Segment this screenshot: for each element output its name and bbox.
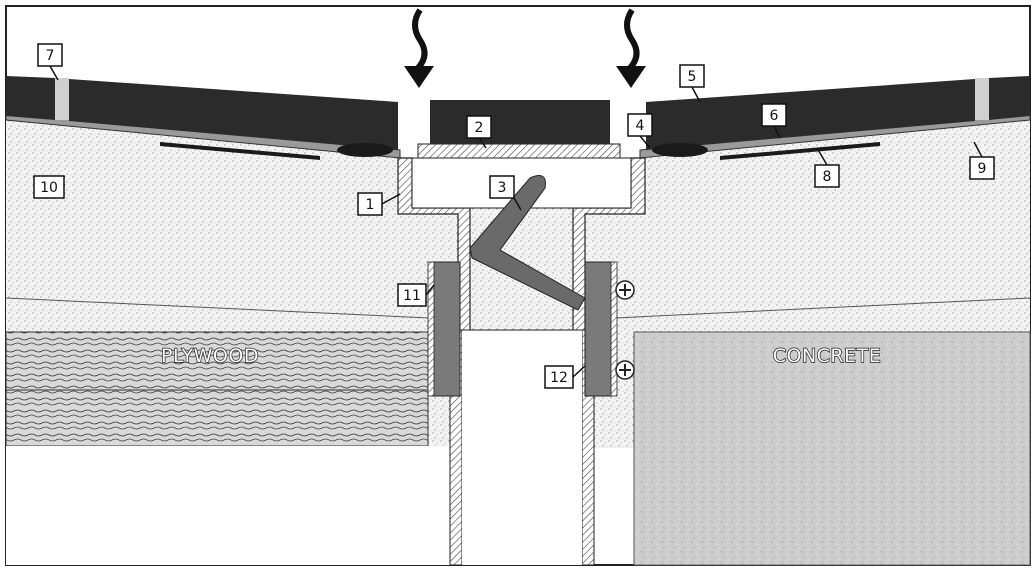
clamping-ring bbox=[417, 143, 621, 159]
callout-11-text: 11 bbox=[403, 288, 421, 304]
strainer-dome bbox=[430, 100, 610, 144]
flow-arrow-right-icon bbox=[616, 8, 646, 88]
callout-9: 9 bbox=[969, 141, 995, 180]
insulation-seam-left bbox=[5, 297, 431, 319]
concrete-label: CONCRETE bbox=[773, 345, 882, 367]
plus-icon-upper bbox=[615, 280, 635, 300]
callout-10: 10 bbox=[33, 175, 65, 199]
callout-5: 5 bbox=[679, 64, 705, 103]
plywood-label: PLYWOOD bbox=[161, 345, 259, 367]
seam-strip-left bbox=[55, 78, 69, 120]
callout-8-text: 8 bbox=[823, 169, 832, 185]
void-below-plywood bbox=[6, 446, 452, 565]
seam-strip-right bbox=[975, 78, 989, 120]
flow-arrow-left-icon bbox=[404, 8, 434, 88]
callout-2-text: 2 bbox=[475, 120, 484, 136]
callout-12: 12 bbox=[544, 365, 586, 389]
callout-12-text: 12 bbox=[550, 370, 568, 386]
callout-10-text: 10 bbox=[40, 180, 58, 196]
concrete-deck bbox=[633, 331, 1031, 566]
callout-7-text: 7 bbox=[46, 48, 55, 64]
flashing-strip-right bbox=[720, 142, 880, 160]
ballast-right-edge bbox=[989, 76, 1030, 120]
callout-4: 4 bbox=[627, 113, 653, 149]
callout-2: 2 bbox=[466, 115, 492, 149]
ballast-left bbox=[69, 79, 398, 150]
plywood-deck-top bbox=[5, 331, 429, 391]
callout-4-text: 4 bbox=[636, 118, 645, 134]
callout-3-text: 3 bbox=[498, 180, 507, 196]
sealant-bead-left bbox=[337, 143, 393, 157]
check-valve-flap bbox=[469, 175, 586, 311]
callout-6-text: 6 bbox=[770, 108, 779, 124]
callout-8: 8 bbox=[814, 147, 840, 188]
plus-icon-lower bbox=[615, 360, 635, 380]
plywood-deck-bottom bbox=[5, 389, 429, 447]
callout-3: 3 bbox=[489, 175, 522, 211]
callout-5-text: 5 bbox=[688, 69, 697, 85]
seal-sleeve-left bbox=[431, 261, 461, 397]
callout-9-text: 9 bbox=[978, 161, 987, 177]
ballast-left-edge bbox=[6, 76, 55, 120]
sealant-bead-right bbox=[652, 143, 708, 157]
seal-sleeve-left-edge bbox=[427, 261, 435, 397]
flashing-strip-left bbox=[160, 142, 320, 160]
callout-1-text: 1 bbox=[366, 197, 375, 213]
callout-11: 11 bbox=[397, 283, 435, 307]
seal-sleeve-right bbox=[584, 261, 614, 397]
callout-6: 6 bbox=[761, 103, 787, 139]
callout-7: 7 bbox=[37, 43, 63, 81]
callout-1: 1 bbox=[357, 192, 401, 216]
insulation-seam-right bbox=[614, 297, 1031, 319]
seal-sleeve-right-edge bbox=[610, 261, 618, 397]
ballast-right bbox=[646, 79, 975, 150]
